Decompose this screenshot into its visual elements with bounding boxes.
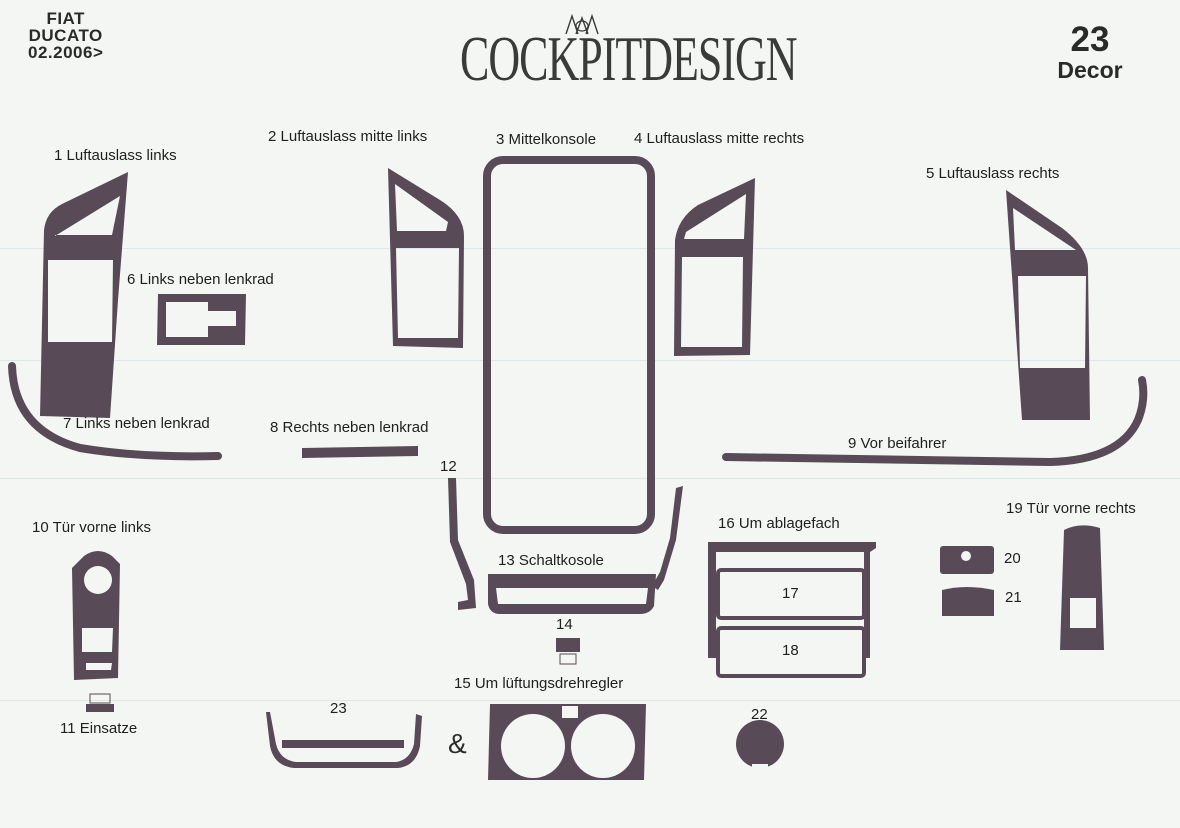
- part-15-shape: [488, 704, 646, 780]
- part-8-shape: [302, 446, 418, 458]
- part-22-shape: [736, 720, 784, 772]
- set-number: 23: [1070, 20, 1110, 59]
- part-10-label: 10 Tür vorne links: [32, 519, 151, 536]
- part-1-label: 1 Luftauslass links: [54, 147, 177, 164]
- ampersand-symbol: &: [448, 728, 467, 759]
- part-2-label: 2 Luftauslass mitte links: [268, 128, 428, 145]
- part-17-shape: [716, 568, 866, 620]
- part-1-shape: [40, 172, 128, 418]
- part-5-shape: [1006, 190, 1090, 420]
- part-7-shape: [8, 362, 222, 461]
- part-11-label: 11 Einsatze: [60, 720, 138, 737]
- part-7-label: 7 Links neben lenkrad: [63, 415, 210, 432]
- part-12-label: 12: [440, 458, 457, 475]
- part-6-shape: [157, 294, 246, 345]
- part-3-label: 3 Mittelkonsole: [496, 131, 597, 148]
- part-3-shape: [483, 156, 655, 534]
- scan-line: [0, 700, 1180, 701]
- part-16-label: 16 Um ablagefach: [718, 515, 840, 532]
- part-12-shape: [448, 478, 476, 610]
- part-19-label: 19 Tür vorne rechts: [1006, 500, 1136, 517]
- part-13-label: 13 Schaltkosole: [498, 552, 604, 569]
- part-18-shape: [716, 626, 866, 678]
- part-19-shape: [1060, 525, 1104, 650]
- part-20-label: 20: [1004, 550, 1021, 567]
- scan-line: [0, 360, 1180, 361]
- part-23-shape: [266, 712, 422, 768]
- part-17-label: 17: [782, 585, 799, 602]
- part-14-label: 14: [556, 616, 573, 633]
- part-21-label: 21: [1005, 589, 1022, 606]
- part-4-label: 4 Luftauslass mitte rechts: [634, 130, 805, 147]
- vehicle-title: FIAT DUCATO 02.2006>: [28, 10, 103, 61]
- set-code: 23 Decor: [1040, 20, 1140, 83]
- part-15-label: 15 Um lüftungsdrehregler: [454, 675, 624, 692]
- part-9-label: 9 Vor beifahrer: [848, 435, 947, 452]
- part-23-label: 23: [330, 700, 347, 717]
- brand-name: FIAT: [46, 9, 85, 28]
- part-5-label: 5 Luftauslass rechts: [926, 165, 1060, 182]
- part-2-shape: [388, 168, 464, 348]
- part-9-shape: [722, 376, 1148, 467]
- part-14-shape: [556, 638, 580, 665]
- model-year: 02.2006>: [28, 43, 104, 62]
- part-11-shape: [86, 693, 114, 712]
- part-8-label: 8 Rechts neben lenkrad: [270, 419, 429, 436]
- part-10-shape: [72, 551, 120, 680]
- logo-emblem-icon: [565, 14, 599, 35]
- model-name: DUCATO: [28, 26, 103, 45]
- part-13-shape: [488, 486, 683, 614]
- part-22-label: 22: [751, 706, 768, 723]
- part-20-shape: [940, 546, 994, 574]
- set-type: Decor: [1057, 57, 1123, 83]
- scan-line: [0, 478, 1180, 479]
- part-21-shape: [942, 587, 994, 616]
- part-6-label: 6 Links neben lenkrad: [127, 271, 274, 288]
- part-18-label: 18: [782, 642, 799, 659]
- part-4-shape: [674, 178, 755, 356]
- scan-line: [0, 248, 1180, 249]
